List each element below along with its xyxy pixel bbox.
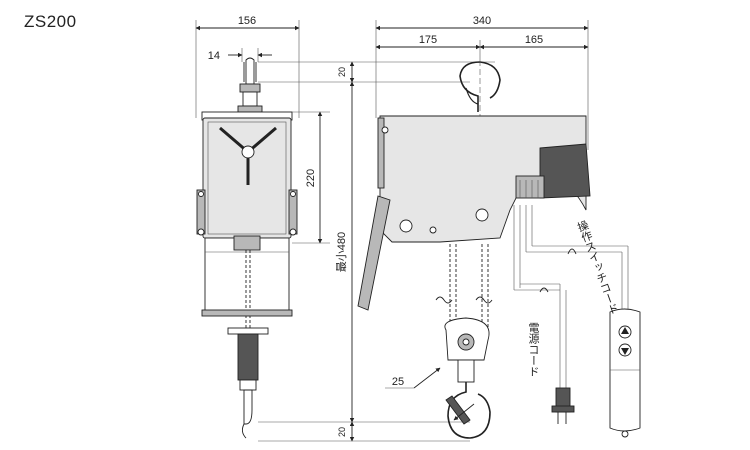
- dim-top-gap: 20: [337, 67, 347, 77]
- dim-side-total: 340: [473, 15, 491, 27]
- dim-top-hook-width: 14: [208, 50, 220, 62]
- dim-side-left: 175: [419, 34, 437, 46]
- model-title: ZS200: [24, 12, 77, 31]
- dim-min-length: 最小480: [335, 232, 348, 272]
- power-cord-label: 電源コード: [527, 322, 540, 377]
- dim-body-height: 220: [305, 169, 317, 187]
- dim-side-right: 165: [525, 34, 543, 46]
- vertical-dims: 20 最小480 20: [258, 61, 495, 442]
- side-view: 340 175 165: [357, 15, 641, 439]
- dim-bottom-gap: 20: [337, 427, 347, 437]
- dim-front-width: 156: [238, 15, 256, 27]
- dim-hook-opening: 25: [392, 376, 404, 388]
- front-view: 156 14: [195, 15, 330, 439]
- switch-cord-label: 操作スイッチコード: [574, 218, 620, 317]
